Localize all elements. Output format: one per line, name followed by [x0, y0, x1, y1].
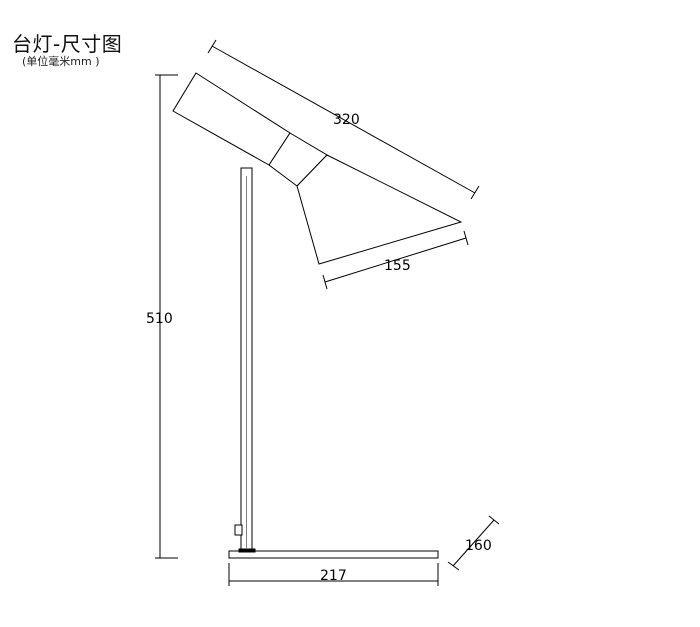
lamp-base: [228, 550, 439, 559]
lamp-switch: [234, 524, 243, 536]
shade-length-dimension-line: [211, 45, 476, 194]
lamp-shade-cone: [296, 154, 463, 265]
shade-opening-dimension-line: [324, 237, 467, 283]
unit-note: (单位毫米mm ): [22, 55, 100, 68]
lamp-shade-cylinder: [172, 72, 291, 166]
shade-length-label: 320: [333, 112, 360, 128]
height-label: 510: [146, 311, 173, 327]
page-title: 台灯-尺寸图: [12, 32, 123, 56]
base-depth-label: 160: [465, 538, 492, 554]
shade-opening-label: 155: [384, 258, 411, 274]
base-depth-dimension-line: [452, 519, 495, 567]
base-width-label: 217: [320, 568, 347, 584]
